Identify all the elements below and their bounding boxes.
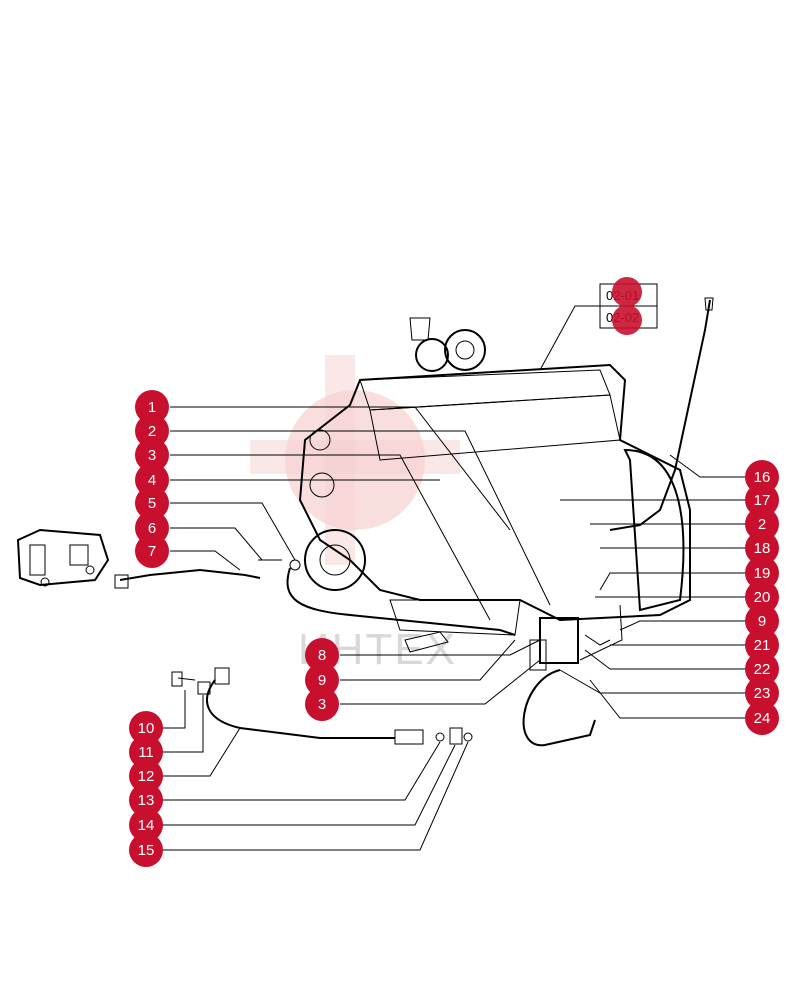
callout-11: 11 xyxy=(129,735,163,769)
callout-8-label: 8 xyxy=(318,647,326,664)
callout-2-label: 2 xyxy=(148,423,156,440)
callout-5-label: 5 xyxy=(148,495,156,512)
callout-12: 12 xyxy=(129,759,163,793)
callout-11-label: 11 xyxy=(138,744,154,761)
callout-20-label: 20 xyxy=(754,589,771,606)
callout-2-right: 2 xyxy=(745,507,779,541)
leader-lines xyxy=(150,406,762,851)
callout-7-label: 7 xyxy=(148,543,156,560)
callout-19-label: 19 xyxy=(754,565,771,582)
callout-18: 18 xyxy=(745,531,779,565)
callout-21: 21 xyxy=(745,628,779,662)
callout-17-label: 17 xyxy=(754,492,771,509)
callout-16-label: 16 xyxy=(754,469,771,486)
hose-upper-left xyxy=(114,568,261,589)
callout-22-label: 22 xyxy=(754,661,771,678)
watermark-bar xyxy=(250,440,460,474)
callout-17: 17 xyxy=(745,483,779,517)
callout-13: 13 xyxy=(129,783,163,817)
callout-5: 5 xyxy=(135,486,169,520)
callout-3-lower: 3 xyxy=(305,687,339,721)
callout-3-lower-label: 3 xyxy=(318,696,326,713)
callout-1: 1 xyxy=(135,390,169,424)
callout-9-label: 9 xyxy=(318,672,326,689)
callout-4-label: 4 xyxy=(148,472,156,489)
bracket-plate xyxy=(404,631,449,653)
callout-13-label: 13 xyxy=(138,792,155,809)
callout-1-label: 1 xyxy=(148,399,156,416)
callout-10-label: 10 xyxy=(138,720,155,737)
callout-15-label: 15 xyxy=(138,842,155,859)
callout-15: 15 xyxy=(129,833,163,867)
callout-14: 14 xyxy=(129,808,163,842)
ref-marker-02-01 xyxy=(612,277,642,307)
callout-20: 20 xyxy=(745,580,779,614)
callout-7: 7 xyxy=(135,534,169,568)
callout-9-right-label: 9 xyxy=(758,613,766,630)
pressure-line-loop xyxy=(258,559,516,636)
callout-23-label: 23 xyxy=(754,685,771,702)
callout-24-label: 24 xyxy=(754,710,771,727)
callout-9: 9 xyxy=(305,663,339,697)
callout-14-label: 14 xyxy=(138,817,155,834)
callout-18-label: 18 xyxy=(754,540,771,557)
watermark-logo xyxy=(250,355,460,565)
callout-2: 2 xyxy=(135,414,169,448)
callouts: 1 2 3 4 5 6 7 8 9 3 10 11 12 13 14 15 16… xyxy=(129,277,779,867)
callout-12-label: 12 xyxy=(138,768,155,785)
callout-3: 3 xyxy=(135,438,169,472)
callout-22: 22 xyxy=(745,652,779,686)
callout-24: 24 xyxy=(745,701,779,735)
callout-9-right: 9 xyxy=(745,604,779,638)
callout-19: 19 xyxy=(745,556,779,590)
ref-marker-02-02 xyxy=(612,305,642,335)
callout-21-label: 21 xyxy=(754,637,771,654)
callout-8: 8 xyxy=(305,638,339,672)
callout-2-right-label: 2 xyxy=(758,516,766,533)
left-valve-assembly xyxy=(16,528,110,587)
callout-23: 23 xyxy=(745,676,779,710)
callout-10: 10 xyxy=(129,711,163,745)
callout-3-label: 3 xyxy=(148,447,156,464)
callout-6-label: 6 xyxy=(148,520,156,537)
